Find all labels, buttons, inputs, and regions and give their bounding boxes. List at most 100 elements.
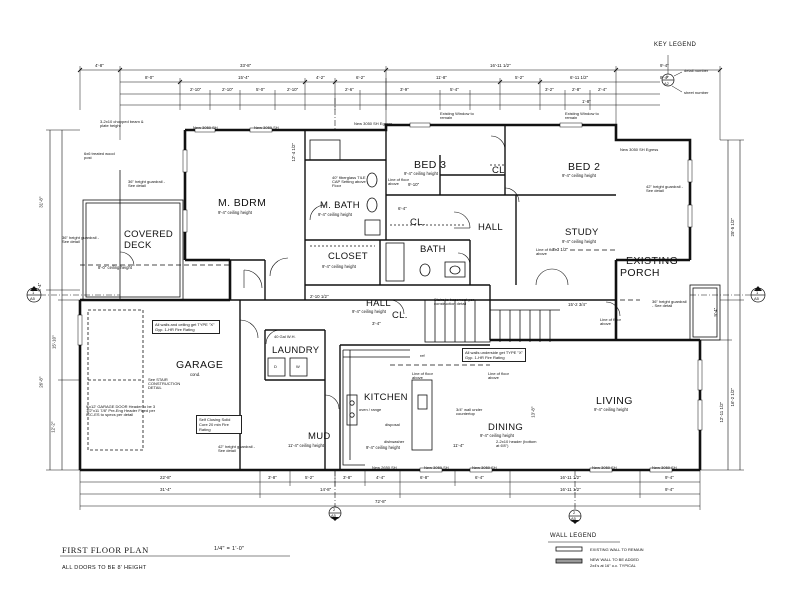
dim-top-overall-a: 4'-8" [95,63,104,68]
dim-bed3-width: 9'-10" [408,182,420,187]
section-right-sheet: A5 [754,296,759,301]
guardrail-note-1: 36" height guardrail - See detail [128,179,165,188]
room-covered-deck-line2: DECK [124,240,152,251]
existing-window-note: Existing Window to remain [440,111,474,120]
dim-top-row3-i: 2'-8" [572,87,581,92]
dim-top-row3-d: 2'-10" [287,87,299,92]
dim-top-row2-d: 6'-2" [356,75,365,80]
ref-label: ref [420,353,425,358]
dim-bottom-row1-g: 6'-4" [475,475,484,480]
guardrail-note-5: 36" height guardrail - See detail [652,299,687,308]
plan-title: FIRST FLOOR PLAN [62,545,149,555]
dim-top-row3-f: 3'-9" [400,87,409,92]
dim-bath-width: 6'-4" [398,206,407,211]
dim-mbdrm-width: 12'-4 1/2" [291,142,297,162]
section-bottom-sheet: A5 [331,513,336,518]
dim-bottom-row1-c: 5'-2" [305,475,314,480]
dim-bottom-row1-b: 3'-8" [268,475,277,480]
ceiling-master-bath: 9'-4" ceiling height [318,212,352,217]
key-legend-sheet-num: A2 [664,81,669,86]
room-dining: DINING [488,422,524,433]
garage-door-note: 9'x12' GARAGE DOOR Header to be 3 1/2"x1… [86,404,156,417]
dim-left-e: 12'-2" [50,421,56,433]
dim-top-row3-b: 2'-10" [222,87,234,92]
room-garage: GARAGE [176,359,224,371]
see-stair-note: See STAIR CONSTRUCTION DETAIL [148,377,181,390]
dim-top-row3-g: 5'-4" [450,87,459,92]
wood-post-note: 6x6 treated wood post [84,151,115,160]
dim-right-d: 9'-4" [713,307,719,317]
dim-top-row3-a: 2'-10" [190,87,202,92]
dim-top-row2-c: 4'-2" [316,75,325,80]
floor-above-note-1: Line of floor above [536,247,557,256]
ceiling-living: 9'-4" ceiling height [594,407,628,412]
dryer-label: D [274,364,277,369]
dim-dining-width: 11'-4" [453,443,464,448]
floor-above-note-3: Line of floor above [488,371,509,380]
wall-legend-new-1: NEW WALL TO BE ADDED [590,557,639,562]
header-note: 2-2x10 header (bottom at 6'8") [496,439,537,448]
wall-legend-existing: EXISTING WALL TO REMAIN [590,547,644,552]
room-master-bath: M. BATH [320,200,360,211]
ceiling-dining: 9'-4" ceiling height [480,433,514,438]
room-laundry: LAUNDRY [272,345,320,356]
plan-scale: 1/4" = 1'-0" [214,546,245,552]
section-bottom2-number: 2 [573,510,576,515]
dim-living-width: 15'-2 3/4" [568,302,587,307]
dim-bottom-row1-f: 6'-8" [420,475,429,480]
key-legend-sheet-number: sheet number [684,90,709,95]
room-hall-closet: CL. [392,310,408,321]
washer-label: W [296,364,300,369]
ceiling-study: 9'-4" ceiling height [562,239,596,244]
dim-bottom-row1-h: 16'-11 1/2" [560,475,581,480]
dim-top-row3-e: 2'-6" [345,87,354,92]
ceiling-bed-2: 9'-4" ceiling height [562,173,596,178]
dim-top-row2-f: 5'-2" [515,75,524,80]
counter-note: 3/4" wall under countertop [456,407,483,416]
dim-right-a: 25'-5 1/2" [730,217,736,237]
guardrail-note-2: 36" height guardrail - See detail [62,235,99,244]
section-bottom2-sheet: A5 [571,516,576,521]
section-left-number: 1 [32,290,35,295]
dim-bottom-overall: 72'-8" [375,499,387,504]
dim-top-overall-b: 33'-8" [240,63,252,68]
dim-top-row3-h: 3'-2" [545,87,554,92]
floor-above-note-5: Line of floor above [600,317,621,326]
room-master-bedroom: M. BDRM [218,197,267,209]
water-heater-label: 40 Gal W.H. [274,334,296,339]
guardrail-note-3: 42" height guardrail - See detail [646,184,683,193]
egress-window-1: New 3050 SH Egress [354,121,393,126]
dim-study-width: 7'-3 1/2" [552,247,569,252]
dim-top-row2-a: 8'-0" [145,75,154,80]
dim-right-b: 16'-2 1/2" [730,387,736,407]
dim-top-row2-g: 6'-11 1/2" [570,75,589,80]
stair-note: Stairs to basement per construction deta… [434,297,475,306]
chopped-beam-note: 3-2x10 chopped beam & plate height [100,119,144,128]
dim-left-d: 26'-8" [38,376,44,388]
garage-walls-note: All walls and ceiling get TYPE "X" Gyp. … [152,320,220,334]
section-right-number: 1 [756,290,759,295]
dim-bottom-row1-i: 9'-4" [665,475,674,480]
existing-window-note-2: Existing Window to remain [565,111,599,120]
dim-top-row2-h: 8'-4" [660,75,669,80]
dim-bottom-row2-d: 9'-4" [665,487,674,492]
stair-walls-note: All walls underside get TYPE "X" Gyp. 1-… [462,348,526,362]
dim-hall-width: 3'-4" [372,321,381,326]
room-bed-3: BED 3 [414,159,447,171]
room-living: LIVING [596,395,633,407]
ceiling-bed-3: 9'-4" ceiling height [404,171,438,176]
ceiling-deck: 8'-0" ceiling height [98,265,132,270]
floor-above-note-4: Line of floor above [388,177,409,186]
new-window-1: New 3050 SH [193,125,218,130]
wall-legend-new-2: 2x4's at 16" o.c. TYPICAL [590,563,636,568]
dim-bottom-row1-e: 4'-4" [376,475,385,480]
dim-left-c: 15'-10" [51,335,57,350]
room-closet: CLOSET [328,251,368,262]
ceiling-hall: 9'-4" ceiling height [352,309,386,314]
room-bath-closet: CL. [410,217,426,228]
bath-tile-note: 40" fiberglass TILE CAP Setting above Fl… [332,175,366,188]
room-covered-deck-line1: COVERED [124,229,174,240]
key-legend-detail-number: detail number [684,68,709,73]
